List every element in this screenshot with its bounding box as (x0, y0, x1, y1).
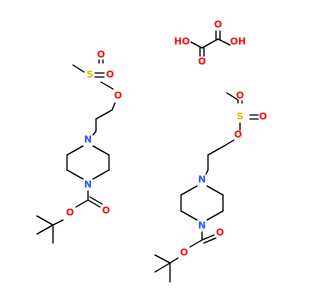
bond (36, 215, 54, 226)
bond (189, 239, 203, 248)
bond (180, 210, 198, 221)
oxygen-label: O (234, 130, 242, 141)
double-bond (87, 199, 101, 208)
bond (223, 139, 235, 147)
oxygen-label: O (214, 20, 222, 31)
oxygen-label: O (66, 208, 74, 219)
bond (206, 185, 224, 196)
bond (190, 41, 203, 49)
sulfur-label: S (87, 70, 94, 81)
bond (66, 169, 84, 180)
oxygen-label: O (259, 112, 267, 123)
bond (92, 145, 110, 156)
bond (169, 257, 179, 264)
bond (111, 102, 116, 111)
bond (52, 219, 64, 226)
bond (92, 169, 110, 180)
double-bond (203, 237, 217, 244)
bond (100, 81, 114, 90)
oxygen-label: O (114, 91, 122, 102)
chemical-structure-diagram: HO O O OH S O O (36, 20, 267, 283)
bond (75, 199, 89, 208)
bond (207, 145, 225, 156)
hydroxyl-label: OH (230, 37, 246, 48)
bond (180, 185, 198, 196)
oxygen-label: O (102, 206, 110, 217)
bond (205, 169, 209, 175)
oxalic-acid: HO O O OH (174, 20, 246, 68)
oxygen-label: O (236, 91, 244, 102)
oxygen-label: O (198, 57, 206, 68)
boc-piperazine-mesylate-molecule-1: S O O O N N O O (36, 50, 122, 244)
bond (217, 38, 231, 46)
hydroxyl-label: HO (174, 37, 190, 48)
bond (92, 130, 97, 136)
nitrogen-label: N (198, 221, 206, 232)
nitrogen-label: N (198, 175, 206, 186)
double-bond (201, 234, 215, 241)
oxygen-label: O (97, 50, 105, 61)
bond (154, 262, 171, 273)
bond (154, 254, 171, 264)
oxygen-label: O (106, 70, 114, 81)
bond (36, 224, 54, 235)
sulfur-label: S (237, 112, 244, 123)
bond (95, 109, 113, 120)
bond (66, 145, 84, 156)
bond (206, 210, 224, 221)
nitrogen-label: N (84, 135, 92, 146)
bond (226, 92, 239, 101)
boc-piperazine-mesylate-molecule-2: S O O O N N O O (154, 91, 267, 283)
oxygen-label: O (180, 248, 188, 259)
bond (72, 64, 85, 73)
double-bond (89, 196, 103, 205)
nitrogen-label: N (84, 180, 92, 191)
oxygen-label: O (216, 228, 224, 239)
bond (201, 38, 219, 49)
